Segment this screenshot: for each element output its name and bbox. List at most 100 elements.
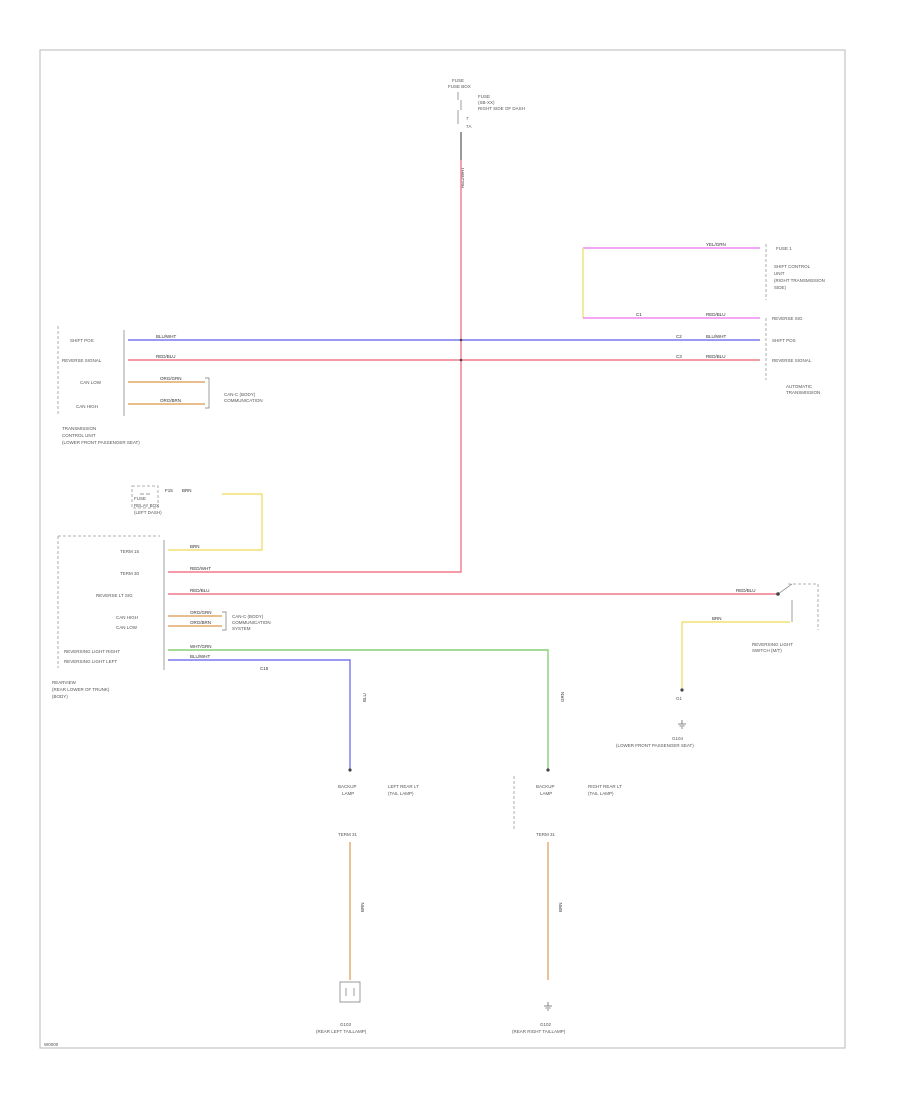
tcm-can-note-2: COMMUNICATION (224, 398, 263, 403)
ground-g104-line-1: G104 (672, 736, 684, 741)
fuse-f15-wire: BRN (182, 488, 192, 493)
transmission-module: FUSE 1 SHIFT CONTROL UNIT (RIGHT TRANSMI… (765, 244, 825, 395)
left-wire-code-blu: BLU (362, 693, 367, 702)
right-backup-lamp: BACKUP LAMP RIGHT REAR LT (TAIL LAMP) TE… (512, 776, 622, 1034)
top-fuse-location-2: (SB-XX) (478, 100, 495, 105)
top-fuse-group: FUSE FUSE BOX FUSE (SB-XX) RIGHT SIDE OF… (448, 78, 525, 188)
junction-dot (680, 688, 684, 692)
reverse-switch-outline (788, 583, 819, 630)
tcm-pin-4: CAN HIGH (76, 404, 98, 409)
left-lamp-location-1: LEFT REAR LT (388, 784, 419, 789)
trans-side-4: SIDE) (774, 285, 787, 290)
switch-wire-code-2: BRN (712, 616, 722, 621)
fuse-f15: FUSE RELAY BOX (LEFT DASH) F15 BRN (131, 485, 192, 515)
tcm-wire-code-2: RED/BLU (156, 354, 176, 359)
fuse-f15-code: F15 (165, 488, 173, 493)
bcm-pin-3: REVERSE LT SIG (96, 593, 133, 598)
ground-g104-code: G1 (676, 696, 683, 701)
left-backup-lamp: BACKUP LAMP LEFT REAR LT (TAIL LAMP) TER… (316, 784, 419, 1034)
junction-dot (546, 768, 550, 772)
ground-g104-icon (678, 720, 686, 729)
bcm-module: TERM 15 TERM 30 REVERSE LT SIG CAN HIGH … (52, 535, 271, 699)
left-lamp-ground-2: (REAR LEFT TAILLAMP) (316, 1029, 367, 1034)
trans-name-2: TRANSMISSION (786, 390, 820, 395)
wire-blue-left-lamp (168, 659, 351, 770)
top-fuse-pin-2: 7A (466, 124, 472, 129)
reverse-switch-name-1: REVERSING LIGHT (752, 642, 793, 647)
left-wire-code-brn: BRN (360, 902, 365, 912)
bcm-wire-code-5: ORG/BRN (190, 620, 211, 625)
trans-side-2: UNIT (774, 271, 785, 276)
trans-side-3: (RIGHT TRANSMISSION (774, 278, 825, 283)
reverse-switch-contact (776, 592, 780, 596)
bcm-name-1: REARVIEW (52, 680, 77, 685)
left-lamp-location-2: (TAIL LAMP) (388, 791, 414, 796)
reverse-switch-symbol (777, 583, 793, 622)
trans-side-note: FUSE 1 (776, 246, 792, 251)
bcm-wire-code-6: WHT/GRN (190, 644, 212, 649)
trans-pin-2: SHIFT POS (772, 338, 796, 343)
tcm-wire-code-1: BLU/WHT (156, 334, 177, 339)
tcm-pin-2: REVERSE SIGNAL (62, 358, 102, 363)
tcm-module: SHIFT POS REVERSE SIGNAL CAN LOW CAN HIG… (57, 326, 263, 445)
tcm-name-1: TRANSMISSION (62, 426, 96, 431)
bcm-pin-1: TERM 15 (120, 549, 140, 554)
left-lamp-ground-1: G103 (340, 1022, 352, 1027)
bcm-outline (57, 535, 160, 668)
diagram-frame (39, 49, 846, 1049)
bcm-pin-4: CAN HIGH (116, 615, 138, 620)
trans-splice-3: C3 (676, 354, 682, 359)
fuse-f15-line-3: (LEFT DASH) (134, 510, 162, 515)
junction-dot (459, 338, 463, 342)
bcm-pin-2: TERM 30 (120, 571, 140, 576)
switch-wire-code-1: RED/BLU (736, 588, 756, 593)
junction-dot (459, 358, 463, 362)
wires (128, 160, 790, 980)
top-fuse-name-2: FUSE BOX (448, 84, 471, 89)
trans-wire-code-4: RED/BLU (706, 354, 726, 359)
top-fuse-location-3: RIGHT SIDE OF DASH (478, 106, 525, 111)
bcm-pin-7: REVERSING LIGHT LEFT (64, 659, 117, 664)
bcm-wire-code-2: RED/WHT (190, 566, 211, 571)
right-wire-code-grn: GRN (560, 692, 565, 702)
reversing-light-switch: REVERSING LIGHT SWITCH (M/T) (752, 583, 819, 653)
bcm-wire-code-3: RED/BLU (190, 588, 210, 593)
bcm-name-3: (BODY) (52, 694, 68, 699)
bcm-splice-code: C15 (260, 666, 269, 671)
left-lamp-term: TERM 31 (338, 832, 358, 837)
bcm-wire-code-1: BRN (190, 544, 200, 549)
top-fuse-pin-1: 7 (466, 116, 469, 121)
right-lamp-location-1: RIGHT REAR LT (588, 784, 622, 789)
trans-splice-1: C1 (636, 312, 642, 317)
top-fuse-location-1: FUSE (478, 94, 490, 99)
junction-dots (348, 338, 684, 772)
bcm-wire-code-4: ORG/GRN (190, 610, 212, 615)
footer-code: W0000 (44, 1042, 59, 1047)
trans-side-1: SHIFT CONTROL (774, 264, 811, 269)
right-lamp-ground-2: (REAR RIGHT TAILLAMP) (512, 1029, 566, 1034)
wire-fuse15 (168, 493, 263, 551)
tcm-name-3: (LOWER FRONT PASSENGER SEAT) (62, 440, 140, 445)
junction-dot (348, 768, 352, 772)
tcm-name-2: CONTROL UNIT (62, 433, 96, 438)
top-fuse-wire-code: RED/WHT (460, 167, 465, 188)
left-lamp-name-1: BACKUP (338, 784, 357, 789)
right-lamp-location-2: (TAIL LAMP) (588, 791, 614, 796)
fuse-f15-line-1: FUSE (134, 496, 146, 501)
trans-splice-2: C2 (676, 334, 682, 339)
reverse-switch-name-2: SWITCH (M/T) (752, 648, 782, 653)
bcm-name-2: (REAR LOWER OF TRUNK) (52, 687, 110, 692)
wire-switch-ground (681, 621, 790, 690)
trans-wire-code-2: RED/BLU (706, 312, 726, 317)
fuse-f15-outline (131, 485, 159, 509)
ground-g104: G1 G104 (LOWER FRONT PASSENGER SEAT) (616, 696, 694, 748)
wire-red-feed (168, 160, 462, 573)
right-wire-code-brn: BRN (558, 902, 563, 912)
left-lamp-name-2: LAMP (342, 791, 354, 796)
top-fuse-name-1: FUSE (452, 78, 464, 83)
ground-g104-line-2: (LOWER FRONT PASSENGER SEAT) (616, 743, 694, 748)
bcm-pin-5: CAN LOW (116, 625, 138, 630)
trans-wire-code-3: BLU/WHT (706, 334, 727, 339)
trans-name-1: AUTOMATIC (786, 384, 813, 389)
